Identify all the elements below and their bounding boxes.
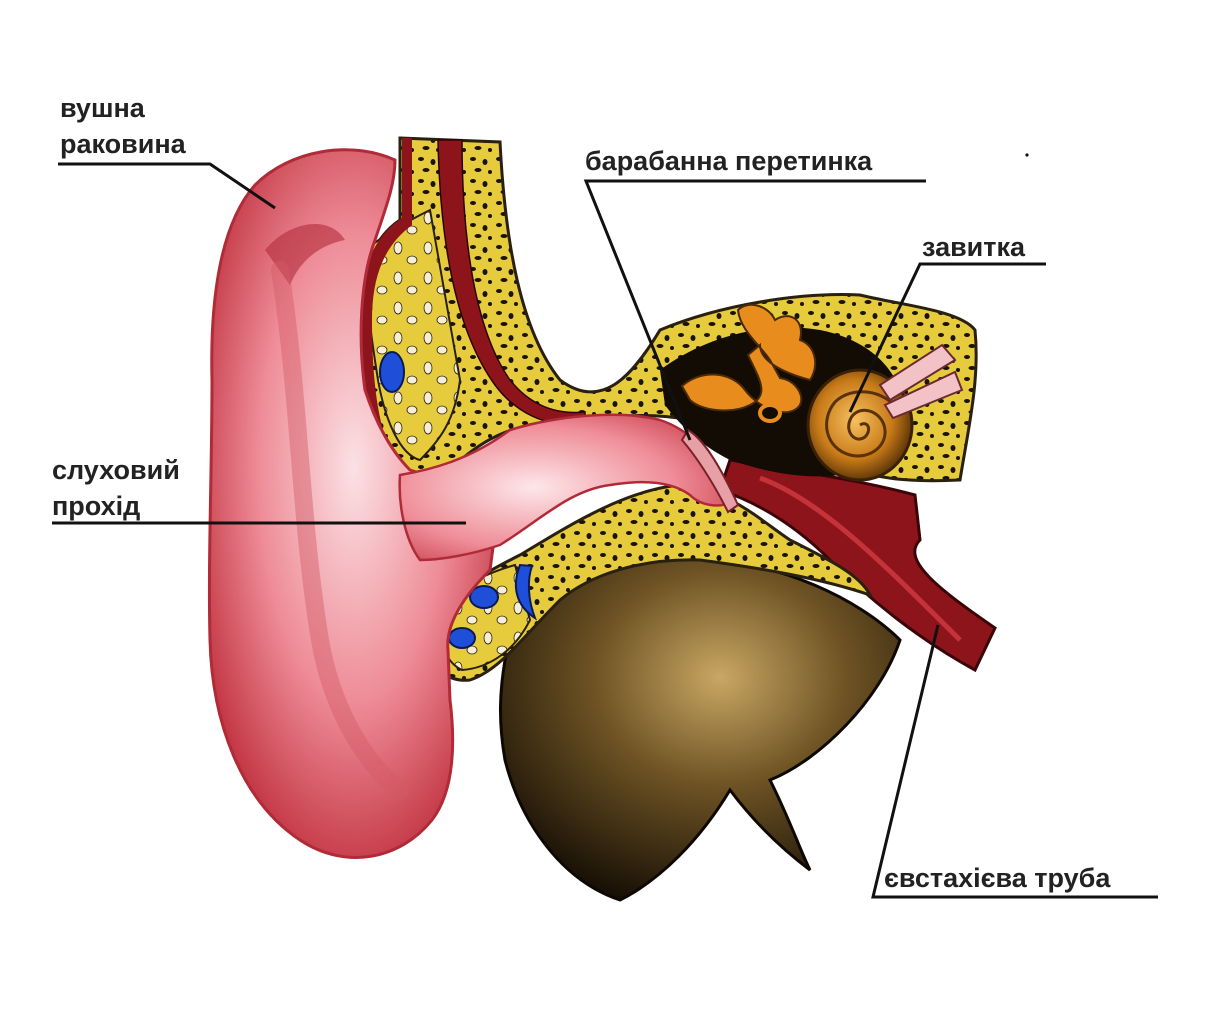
temporal-bone-lower: [430, 483, 873, 682]
blood-vessel-lower-3: [514, 563, 538, 621]
blood-vessel-lower-1: [469, 585, 499, 609]
leader-auricle: [58, 162, 276, 210]
label-cochlea: завитка: [922, 232, 1026, 262]
bone-red-layer: [360, 138, 412, 472]
auricle-helix-fold: [265, 223, 345, 285]
eustachian-tube: [718, 458, 997, 673]
label-auricle-line1: вушна: [60, 93, 145, 123]
blood-vessel-lower-2: [448, 627, 476, 649]
label-ear-canal-line2: прохід: [52, 491, 141, 521]
label-eustachian-tube: євстахієва труба: [884, 863, 1111, 893]
label-ear-canal: слуховий прохід: [52, 452, 180, 524]
eustachian-tube-highlight: [759, 475, 962, 642]
label-auricle: вушна раковина: [60, 90, 186, 162]
stapes: [758, 403, 782, 423]
leader-eardrum: [583, 179, 926, 441]
ear-canal: [398, 413, 737, 562]
eardrum: [680, 428, 740, 514]
label-ear-canal-line1: слуховий: [52, 455, 180, 485]
label-eardrum: барабанна перетинка: [585, 146, 873, 176]
mastoid-mass: [498, 556, 902, 902]
auditory-nerve: [878, 343, 964, 420]
leader-cochlea: [848, 262, 1046, 413]
leader-lines: [52, 162, 1158, 899]
auricle: [207, 148, 500, 859]
stray-dot: [1025, 153, 1029, 157]
leader-eustachian: [871, 624, 1158, 899]
ossicles: [680, 303, 817, 414]
cochlea-spiral: [825, 390, 900, 458]
blood-vessel-upper: [379, 351, 405, 393]
auricle-antihelix: [271, 261, 409, 799]
label-auricle-line2: раковина: [60, 129, 186, 159]
